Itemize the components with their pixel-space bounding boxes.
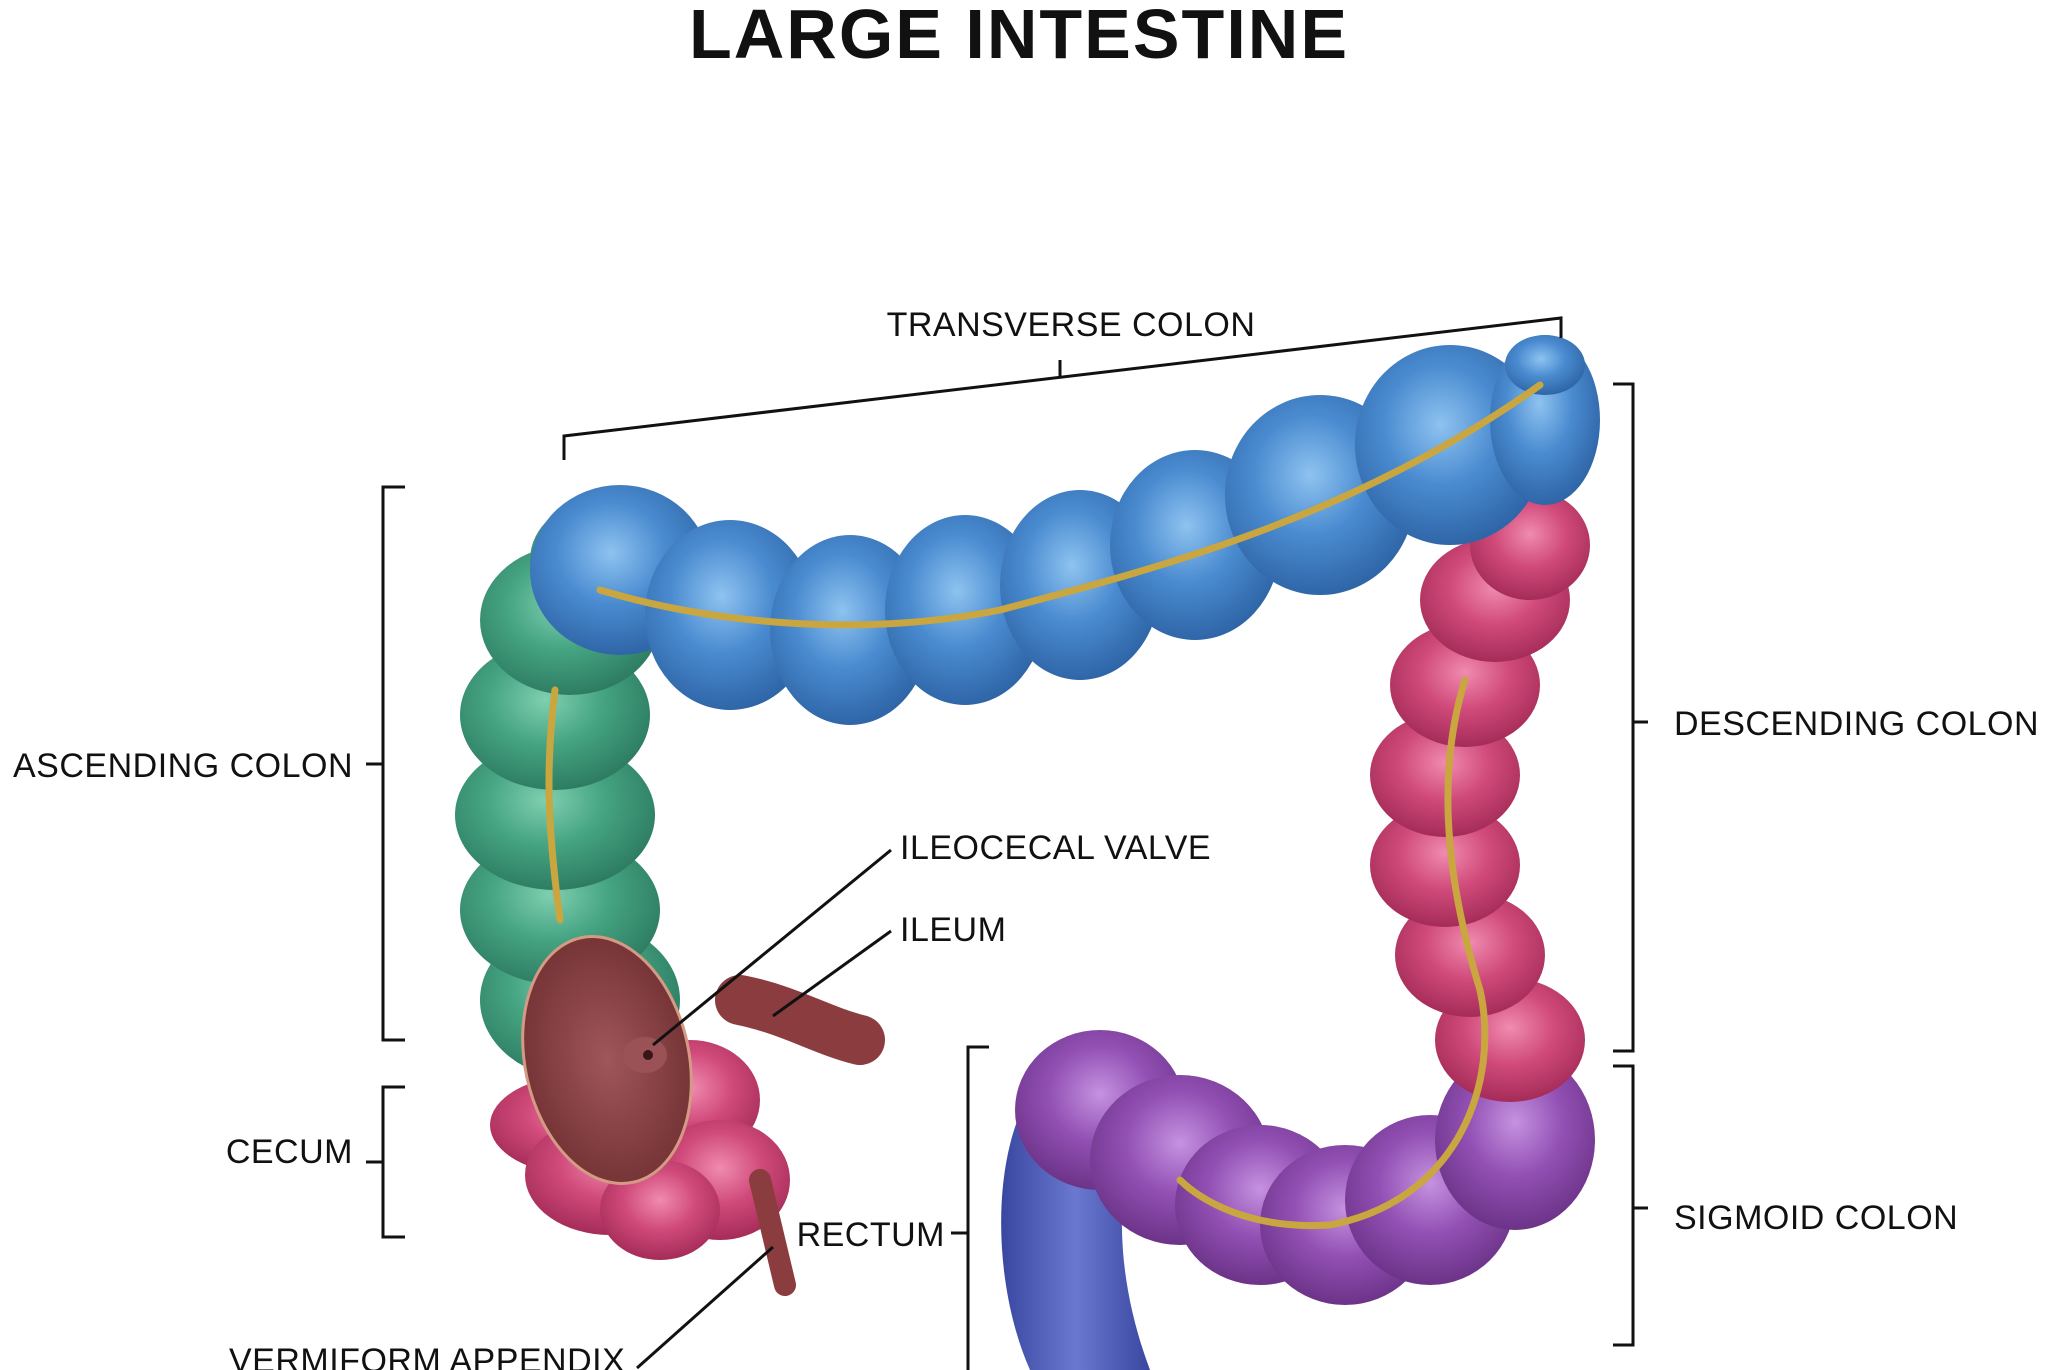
label-sigmoid-colon: SIGMOID COLON: [1674, 1199, 1958, 1237]
transverse-colon-shape: [530, 335, 1600, 725]
label-rectum: RECTUM: [797, 1216, 945, 1254]
label-cecum: CECUM: [226, 1133, 353, 1171]
bracket-rectum: [966, 1045, 989, 1370]
leader-ileocecal-valve: [652, 848, 892, 1047]
bracket-ascending-colon: [381, 485, 405, 1042]
ileocecal-opening: [521, 935, 693, 1185]
page-title: LARGE INTESTINE: [689, 0, 1349, 73]
appendix-shape: [749, 1169, 796, 1296]
label-ileocecal-valve: ILEOCECAL VALVE: [900, 829, 1211, 867]
label-descending-colon: DESCENDING COLON: [1674, 705, 2039, 743]
label-vermiform-appendix: VERMIFORM APPENDIX: [229, 1342, 625, 1370]
bracket-transverse-colon: [562, 316, 1563, 460]
label-transverse-colon: TRANSVERSE COLON: [887, 306, 1256, 344]
sigmoid-colon-shape: [1015, 1030, 1595, 1305]
bracket-sigmoid-colon: [1613, 1064, 1635, 1347]
leader-vermiform-appendix: [636, 1245, 774, 1370]
bracket-descending-colon: [1613, 382, 1635, 1053]
bracket-cecum: [381, 1085, 405, 1239]
blood-vessels: [545, 381, 1544, 1230]
leader-ileum: [772, 929, 892, 1018]
label-ascending-colon: ASCENDING COLON: [13, 747, 353, 785]
ileum-shape: [715, 975, 885, 1065]
label-ileum: ILEUM: [900, 911, 1006, 949]
